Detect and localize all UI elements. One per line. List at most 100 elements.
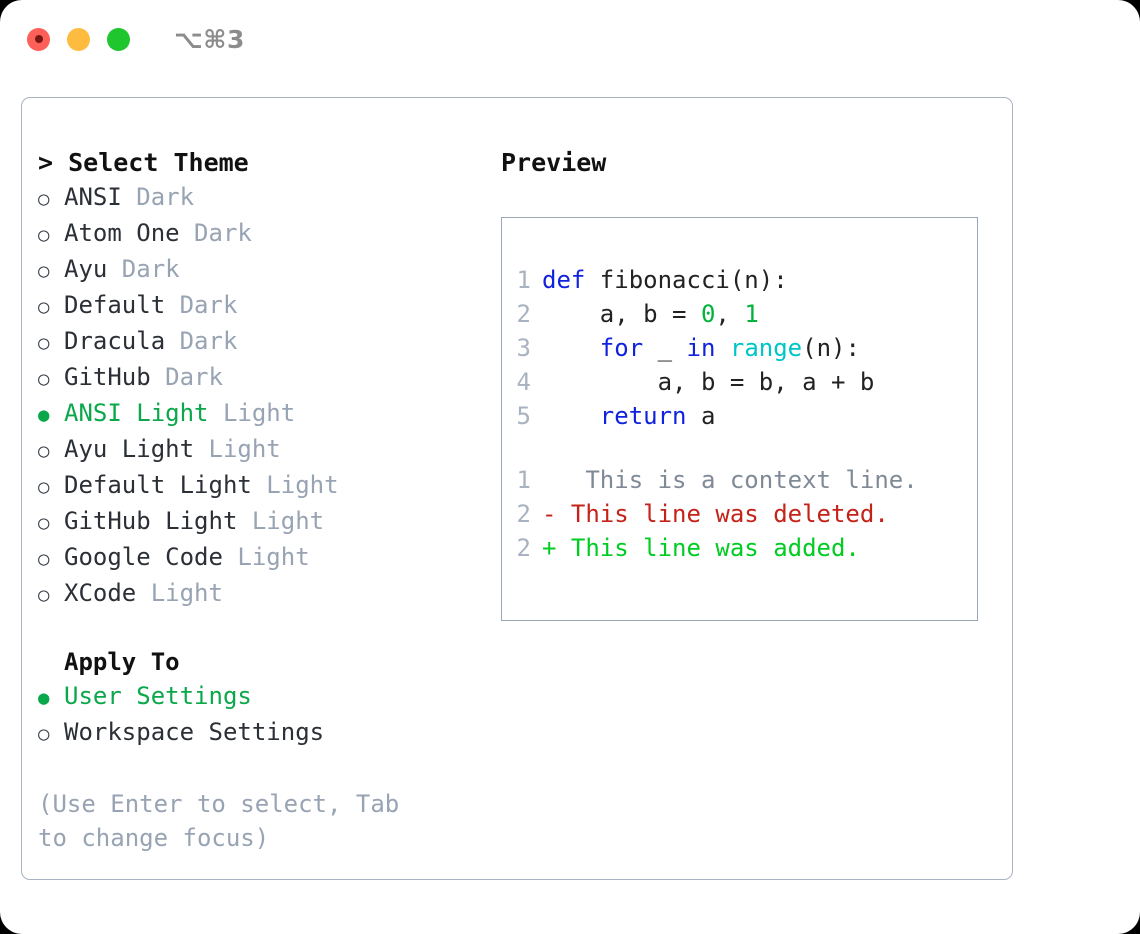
token-kw: for [599,334,644,362]
radio-unselected-icon: ○ [38,584,50,606]
token-plain [542,334,600,362]
radio-selected-icon: ● [38,404,50,426]
window-controls [27,27,130,51]
token-kw: in [686,334,716,362]
close-button-icon[interactable] [27,27,50,51]
token-plain [542,402,600,430]
option-label: ANSI Light [64,399,209,427]
theme-option-default-light[interactable]: ○ Default Light Light [38,468,478,504]
token-plain: fibonacci(n): [599,266,788,294]
option-variant-label: Light [208,399,296,427]
radio-unselected-icon: ○ [38,440,50,462]
option-label: Default Light [64,471,252,499]
diff-text: This is a context line. [542,466,918,494]
theme-option-google-code[interactable]: ○ Google Code Light [38,540,478,576]
token-plain: a, b = [542,300,701,328]
theme-picker-panel: > Select Theme ○ANSI Dark○Atom One Dark○… [21,97,1013,880]
theme-list-column: > Select Theme ○ANSI Dark○Atom One Dark○… [38,146,478,855]
option-label: Dracula [64,327,166,355]
option-variant-label: Dark [107,255,180,283]
option-variant-label: Light [222,543,310,571]
line-number: 2 [516,300,531,328]
option-variant-label: Light [237,507,325,535]
option-variant-label: Dark [165,291,238,319]
code-text: a, b = 0, 1 [542,297,759,331]
radio-unselected-icon: ○ [38,368,50,390]
radio-unselected-icon: ○ [38,476,50,498]
radio-selected-icon: ● [38,687,50,709]
radio-unselected-icon: ○ [38,296,50,318]
option-variant-label: Light [194,435,281,463]
option-label: GitHub [64,363,151,391]
title-bar: ⌥⌘3 [0,0,1140,78]
theme-option-xcode[interactable]: ○ XCode Light [38,576,478,612]
theme-option-github-light[interactable]: ○ GitHub Light Light [38,504,478,540]
code-text: return a [542,399,716,433]
select-theme-heading: > Select Theme [38,148,249,177]
diff-text: + This line was added. [542,534,860,562]
maximize-button-icon[interactable] [107,27,130,51]
option-label: Ayu [64,255,108,283]
theme-option-ansi-light[interactable]: ● ANSI Light Light [38,396,478,432]
option-variant-label: Dark [179,219,252,247]
token-plain: a, b = b, a + b [542,368,875,396]
option-variant-label: Light [251,471,339,499]
theme-option-default[interactable]: ○ Default Dark [38,288,478,324]
option-variant-label: Dark [150,363,223,391]
line-number: 2 [516,500,531,528]
option-label: Google Code [64,543,223,571]
keyboard-hint-text: (Use Enter to select, Tab to change focu… [38,790,400,852]
option-label: Default [64,291,166,319]
option-label: XCode [64,579,137,607]
theme-option-github[interactable]: ○ GitHub Dark [38,360,478,396]
theme-option-atom-one[interactable]: ○ Atom One Dark [38,216,478,252]
token-num: 0 [700,300,716,328]
line-number: 5 [516,402,531,430]
radio-unselected-icon: ○ [38,260,50,282]
option-label: Atom One [64,219,180,247]
token-plain: a [686,402,716,430]
apply-to-heading: Apply To [64,648,180,676]
diff-line-context: 1 This is a context line. [502,463,977,497]
apply-option-workspace-settings[interactable]: ○Workspace Settings [38,715,478,751]
token-num: 1 [744,300,759,328]
code-line: 2 a, b = 0, 1 [502,297,977,331]
theme-option-dracula[interactable]: ○ Dracula Dark [38,324,478,360]
option-variant-label: Dark [121,183,195,211]
section-spacer [38,612,478,645]
token-plain: (n): [802,334,860,362]
radio-unselected-icon: ○ [38,224,50,246]
diff-text: - This line was deleted. [542,500,889,528]
diff-spacer [502,433,977,463]
line-number: 1 [516,466,531,494]
radio-unselected-icon: ○ [38,512,50,534]
theme-option-ayu-light[interactable]: ○ Ayu Light Light [38,432,478,468]
keyboard-shortcut-label: ⌥⌘3 [174,24,245,54]
preview-heading: Preview [501,148,607,177]
minimize-button-icon[interactable] [67,27,90,51]
option-label: Ayu Light [64,435,195,463]
code-text: for _ in range(n): [542,331,860,365]
token-plain: _ [643,334,687,362]
apply-option-user-settings[interactable]: ● User Settings [38,679,478,715]
diff-line-add: 2+ This line was added. [502,531,977,565]
radio-unselected-icon: ○ [38,548,50,570]
token-kw: def [542,266,600,294]
radio-unselected-icon: ○ [38,332,50,354]
line-number: 1 [516,266,531,294]
radio-unselected-icon: ○ [38,188,50,210]
theme-option-ansi[interactable]: ○ANSI Dark [38,180,478,216]
diff-line-del: 2 - This line was deleted. [502,497,977,531]
option-variant-label: Light [136,579,223,607]
option-label: User Settings [64,682,252,710]
theme-option-ayu[interactable]: ○ Ayu Dark [38,252,478,288]
theme-option-list: ○ANSI Dark○Atom One Dark○Ayu Dark○Defaul… [38,180,478,612]
option-label: GitHub Light [64,507,238,535]
radio-unselected-icon: ○ [38,723,50,745]
code-text: def fibonacci(n): [542,263,788,297]
option-variant-label: Dark [165,327,238,355]
